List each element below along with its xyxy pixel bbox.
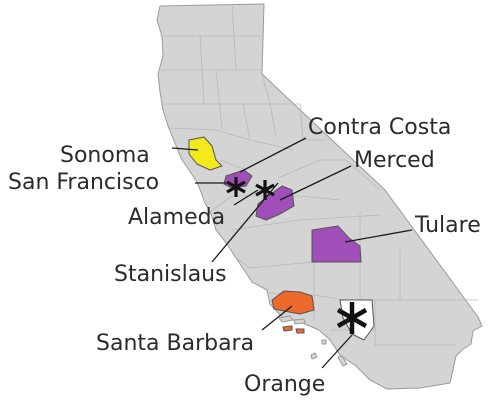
california-state-shape bbox=[156, 3, 483, 390]
label-tulare: Tulare bbox=[414, 213, 481, 238]
marker-san-francisco bbox=[226, 177, 246, 197]
county-santa-barbara bbox=[271, 290, 315, 315]
label-stanislaus: Stanislaus bbox=[114, 262, 227, 287]
leader-lines bbox=[171, 137, 413, 369]
label-san-francisco: San Francisco bbox=[8, 170, 159, 195]
label-alameda: Alameda bbox=[128, 205, 225, 230]
label-sonoma: Sonoma bbox=[60, 143, 150, 168]
marker-orange bbox=[336, 302, 368, 334]
channel-islands bbox=[278, 315, 348, 367]
label-merced: Merced bbox=[354, 148, 435, 173]
county-sonoma bbox=[188, 136, 223, 171]
label-orange: Orange bbox=[244, 372, 325, 397]
label-santa-barbara: Santa Barbara bbox=[96, 331, 254, 356]
county-tulare bbox=[311, 225, 362, 263]
label-contra-costa: Contra Costa bbox=[308, 115, 451, 140]
marker-alameda bbox=[255, 180, 275, 200]
